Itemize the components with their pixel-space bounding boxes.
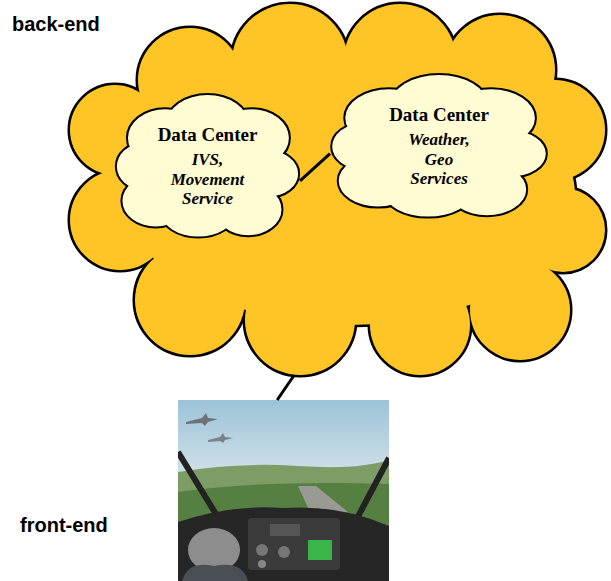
- cloud-lobe: [332, 124, 393, 170]
- service-list: IVS, Movement Service: [160, 150, 255, 209]
- gauge: [278, 546, 290, 558]
- cloud-fill: [332, 75, 546, 217]
- cloud-lobe: [470, 260, 570, 360]
- service-list: Weather, Geo Services: [397, 130, 482, 189]
- backend-cloud: Data CenterIVS, Movement ServiceData Cen…: [65, 0, 611, 375]
- cloud-lobe: [232, 4, 348, 120]
- cloud-fill: [117, 95, 298, 237]
- cloud-lobe: [370, 275, 470, 375]
- terrain-near: [178, 483, 389, 581]
- pilot-body: [182, 565, 248, 581]
- hud-unit: [270, 524, 300, 536]
- connector-line: [300, 154, 330, 181]
- cloud-text-area: Data CenterIVS, Movement Service: [115, 95, 300, 238]
- cloud-lobe: [135, 245, 245, 355]
- gauge: [256, 544, 268, 556]
- data-center-cloud: Data CenterWeather, Geo Services: [330, 75, 548, 218]
- cloud-lobe: [470, 260, 570, 360]
- cloud-lobe: [521, 188, 605, 272]
- cloud-lobe: [521, 188, 605, 272]
- node-title: Data Center: [389, 104, 489, 126]
- cloud-lobe: [370, 275, 470, 375]
- display-screen: [308, 540, 332, 560]
- cloud-text-area: Data CenterWeather, Geo Services: [330, 75, 548, 218]
- cloud-lobe: [117, 144, 169, 190]
- cloud-outline: [117, 95, 298, 237]
- simulator-photo: [178, 400, 389, 581]
- gauge: [258, 560, 266, 568]
- cloud-lobe: [245, 265, 355, 375]
- jet: [186, 413, 218, 426]
- section-label: front-end: [20, 513, 108, 537]
- cloud-lobe: [117, 144, 169, 190]
- node-title: Data Center: [158, 124, 258, 146]
- cloud-outline: [70, 4, 605, 375]
- cloud-lobe: [332, 124, 393, 170]
- cloud-lobe: [232, 4, 348, 120]
- cloud-lobe: [135, 245, 245, 355]
- cockpit: [178, 507, 389, 581]
- cloud-lobe: [245, 265, 355, 375]
- cloud-fill: [70, 4, 605, 375]
- jet: [208, 433, 233, 443]
- canopy-frame: [354, 458, 389, 524]
- section-label: back-end: [12, 12, 100, 36]
- sky: [178, 400, 389, 581]
- data-center-cloud: Data CenterIVS, Movement Service: [115, 95, 300, 238]
- cloud-outline: [332, 75, 546, 217]
- instrument-panel: [248, 518, 340, 570]
- frontend-simulator: front-end: [178, 400, 389, 581]
- terrain: [178, 460, 389, 581]
- connector-line: [277, 375, 294, 400]
